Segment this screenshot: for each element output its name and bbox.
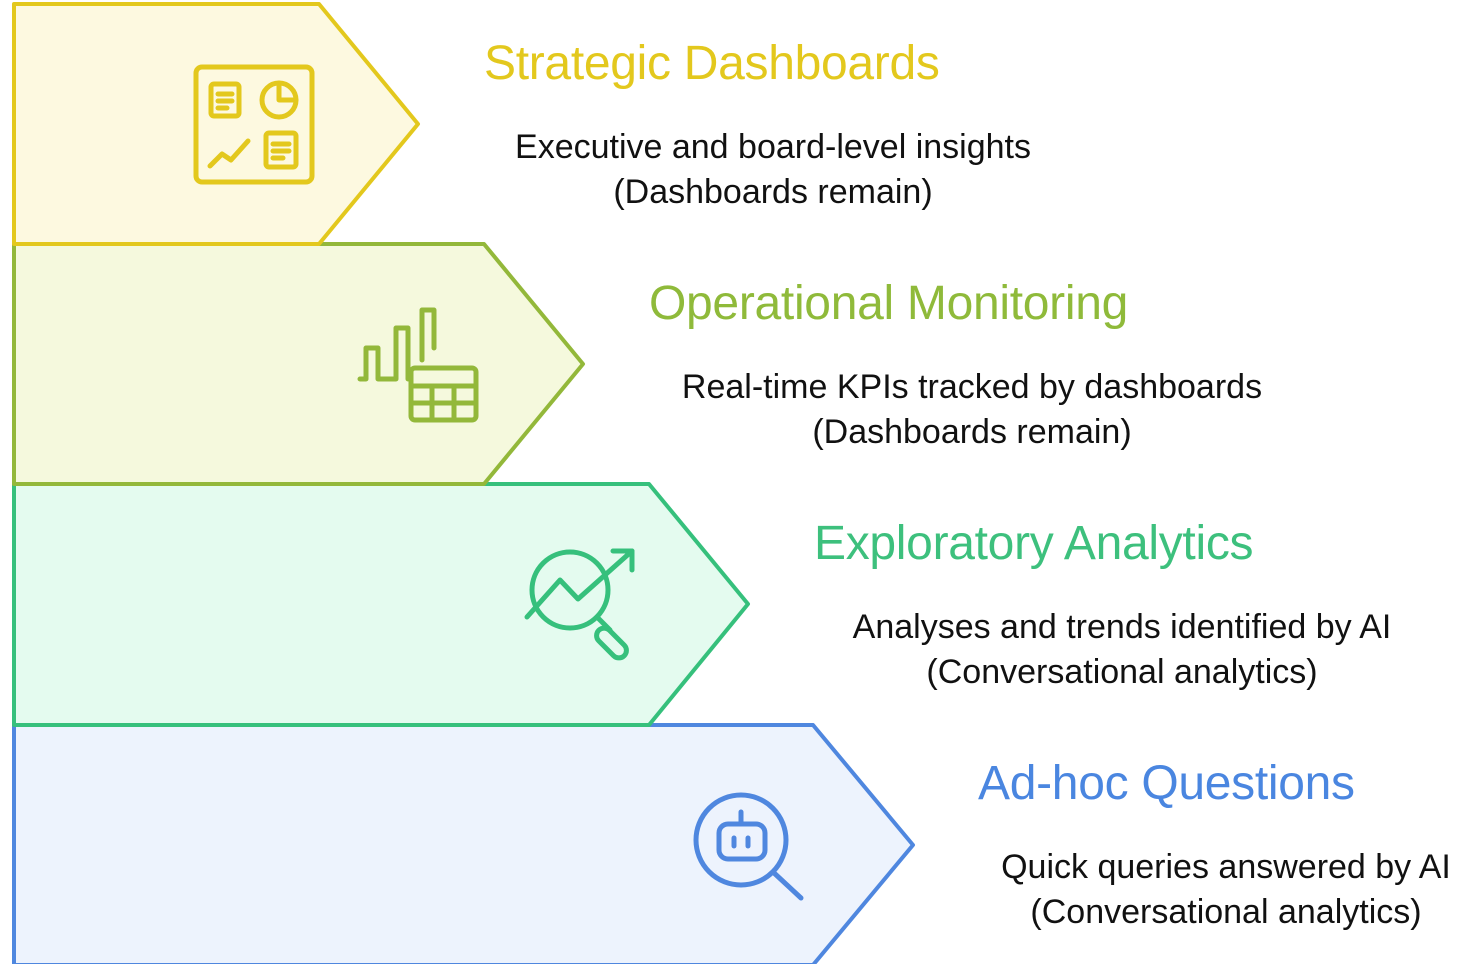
tier-1-description-line-2: (Dashboards remain) [613, 173, 933, 211]
tier-3-description-line-2: (Conversational analytics) [926, 653, 1318, 691]
tier-2-description-line-2: (Dashboards remain) [812, 413, 1132, 451]
trend-magnifier-icon [524, 548, 635, 661]
tier-2-title: Operational Monitoring [649, 277, 1129, 330]
tier-4-band [12, 723, 915, 964]
tier-4-title: Ad-hoc Questions [978, 757, 1355, 810]
tier-3-band [12, 482, 750, 727]
tier-2-band [12, 242, 585, 486]
tier-2-description: Real-time KPIs tracked by dashboards (Da… [647, 365, 1297, 455]
tier-1-band [12, 2, 420, 246]
tier-3-description: Analyses and trends identified by AI (Co… [816, 605, 1428, 695]
tier-4-description-line-1: Quick queries answered by AI [1001, 848, 1451, 886]
tier-3-title: Exploratory Analytics [814, 517, 1254, 570]
tier-1-description: Executive and board-level insights (Dash… [483, 125, 1063, 215]
bar-chart-table-icon [357, 307, 479, 423]
dashboard-panels-icon [193, 64, 315, 185]
tier-4-description: Quick queries answered by AI (Conversati… [976, 845, 1476, 935]
robot-search-icon [693, 792, 804, 901]
tier-4-description-line-2: (Conversational analytics) [1030, 893, 1422, 931]
tier-3-description-line-1: Analyses and trends identified by AI [852, 608, 1392, 646]
tier-1-description-line-1: Executive and board-level insights [515, 128, 1031, 166]
tier-1-title: Strategic Dashboards [484, 37, 940, 90]
tier-2-description-line-1: Real-time KPIs tracked by dashboards [681, 368, 1263, 406]
